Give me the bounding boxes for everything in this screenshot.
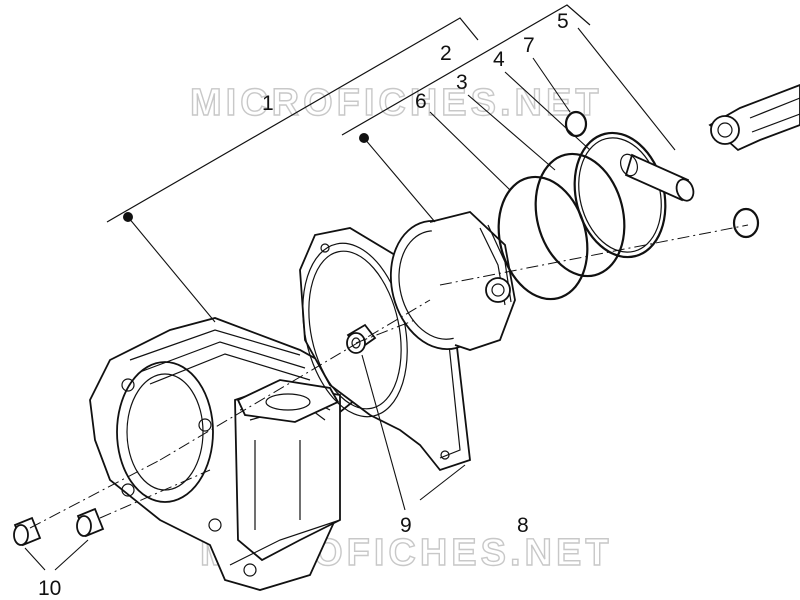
callout-1: 1 (262, 92, 274, 115)
callout-9: 9 (400, 514, 412, 537)
piston (389, 211, 516, 351)
callout-10: 10 (38, 577, 61, 600)
crankcase-dowels (13, 507, 105, 547)
piston-ring-4 (573, 131, 667, 259)
callout-6: 6 (415, 90, 427, 113)
callout-2: 2 (440, 42, 452, 65)
leader-lines (24, 27, 676, 571)
callout-3: 3 (456, 71, 468, 94)
wrist-pin (619, 153, 695, 202)
circlip-lower (732, 207, 760, 239)
connecting-rod-end (708, 84, 800, 152)
callout-8: 8 (517, 514, 529, 537)
centre-lines (29, 224, 749, 529)
circlip-upper (564, 110, 588, 138)
piston-ring-3 (534, 152, 626, 278)
watermark-top: MICROFICHES.NET (190, 82, 603, 124)
callout-7: 7 (523, 34, 535, 57)
callout-5: 5 (557, 10, 569, 33)
callout-4: 4 (493, 48, 505, 71)
cylinder-block (89, 317, 357, 591)
